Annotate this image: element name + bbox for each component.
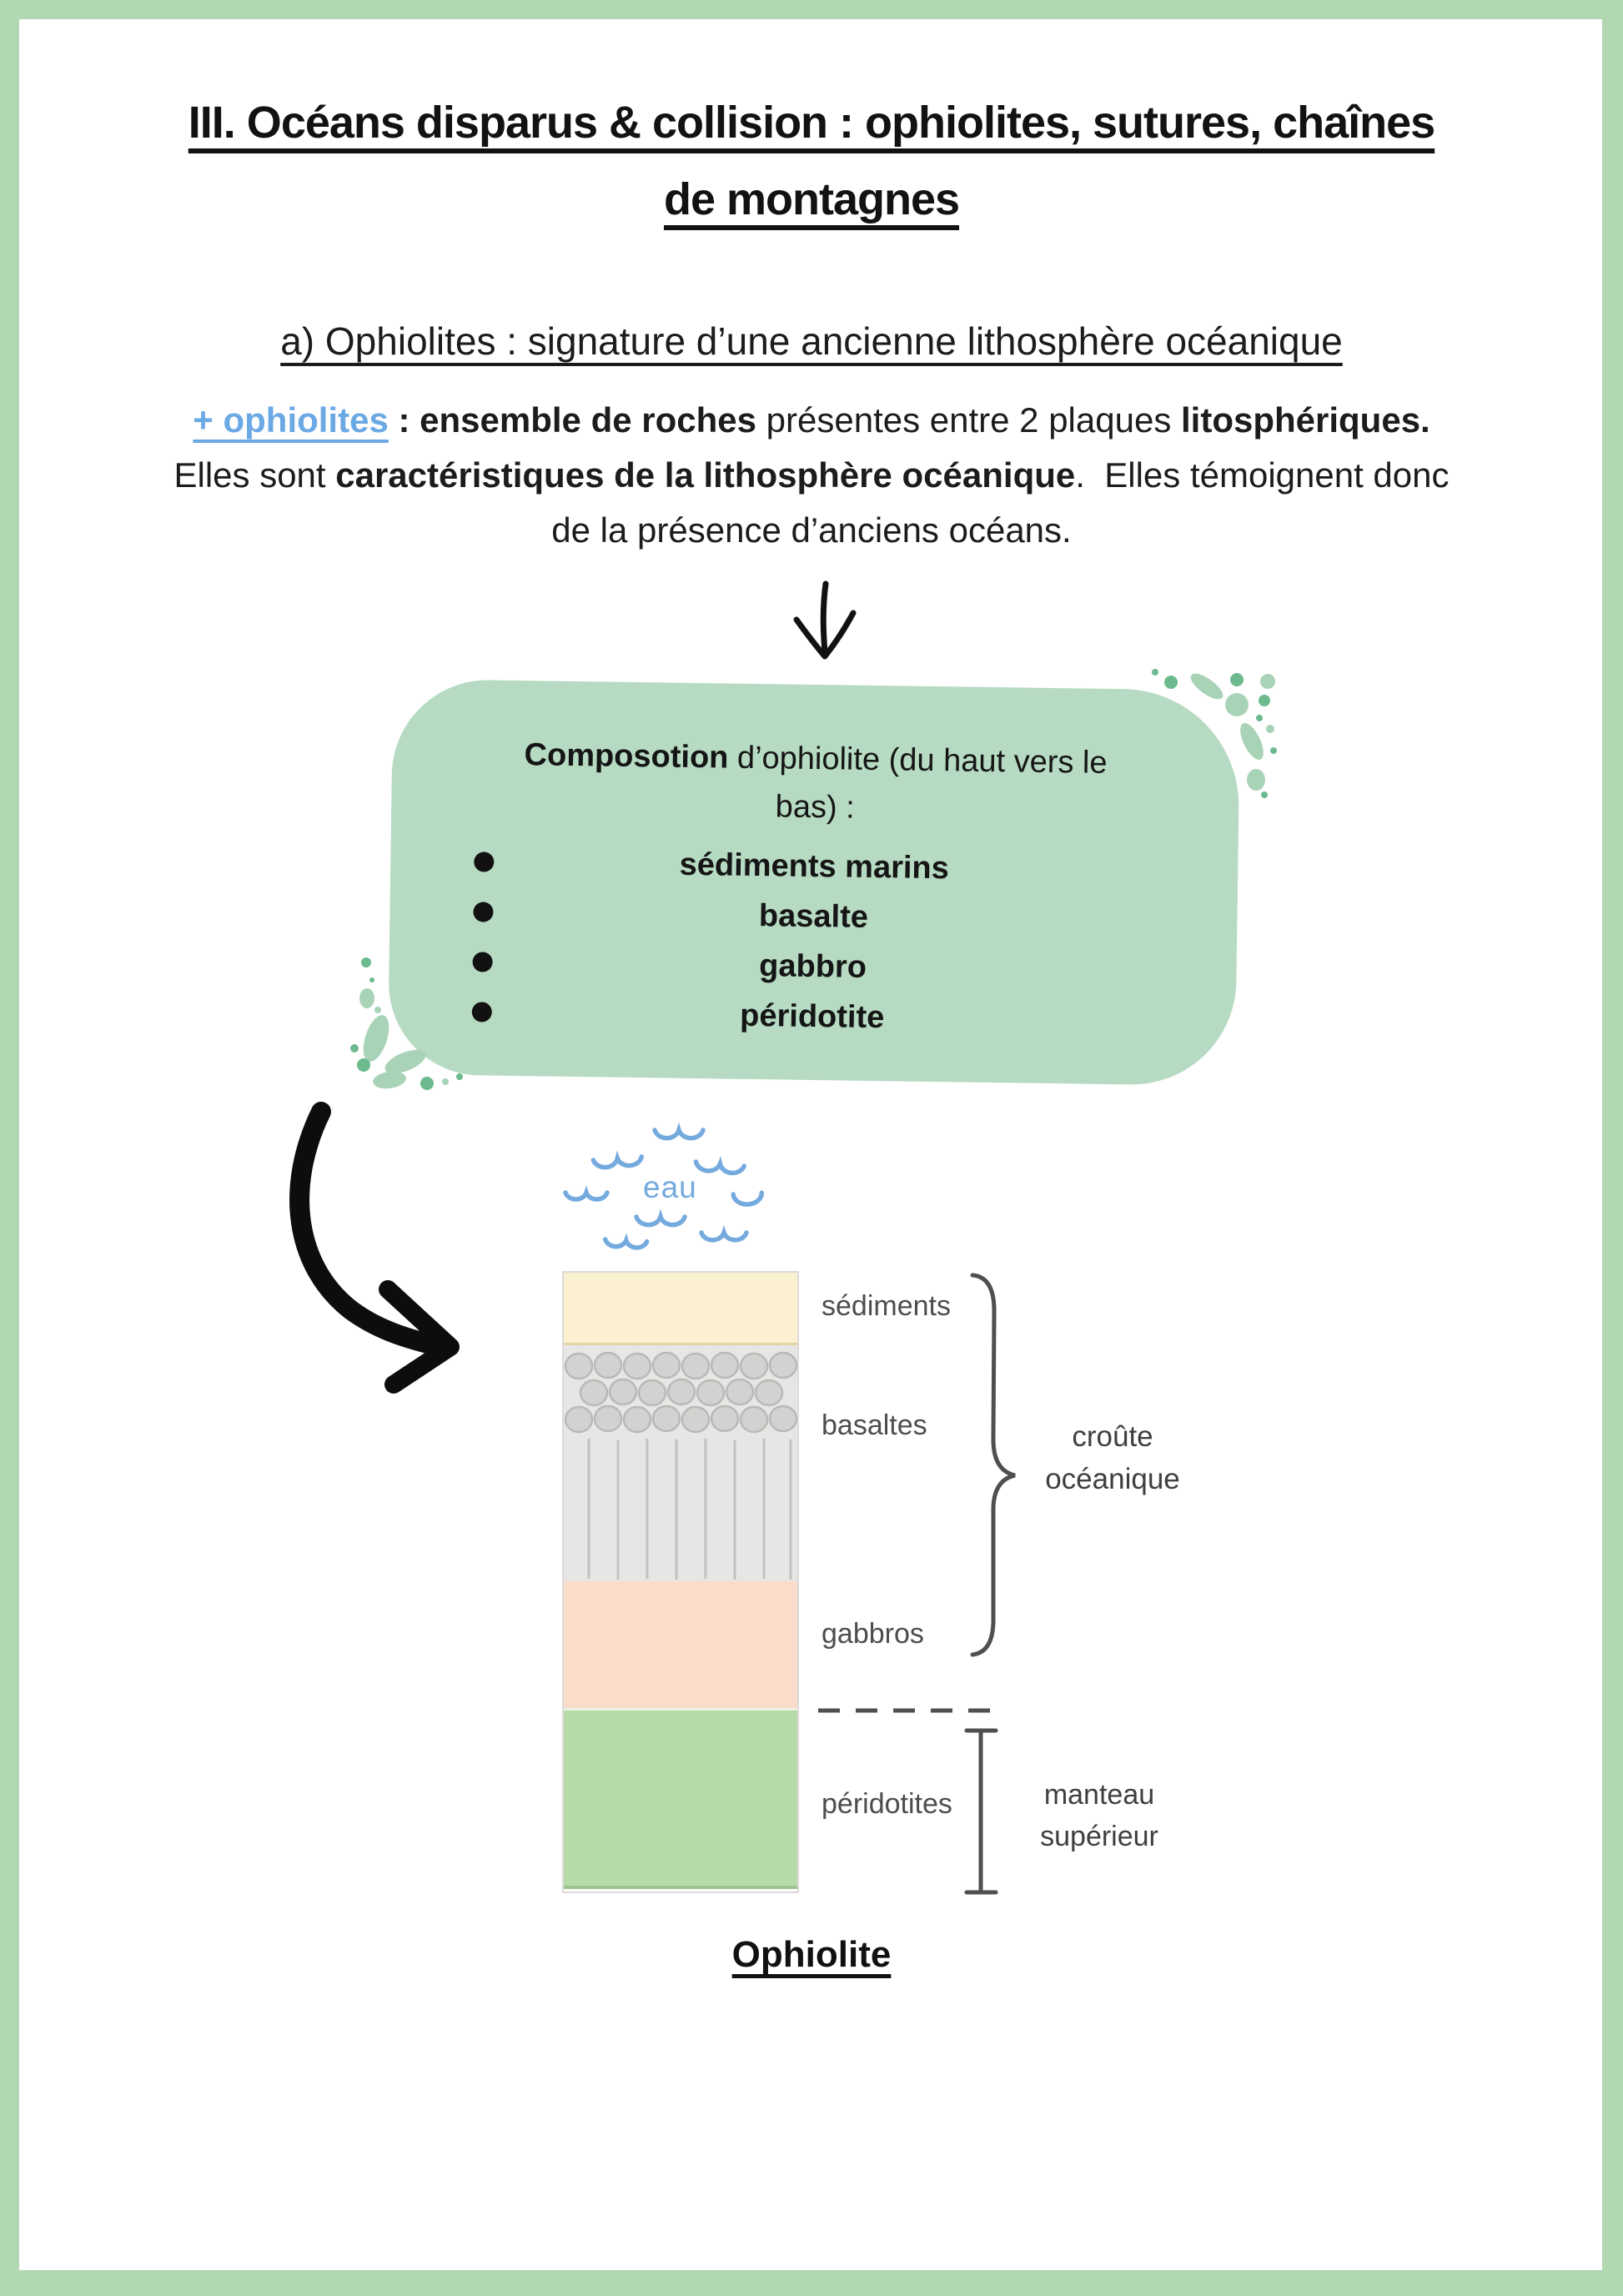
page-title-line1: III. Océans disparus & collision : ophio… bbox=[188, 98, 1435, 148]
curved-arrow-icon bbox=[289, 1102, 460, 1394]
upper-mantle-label: manteau supérieur bbox=[1040, 1779, 1158, 1852]
gabbros-layer bbox=[564, 1581, 797, 1708]
peridotites-label: péridotites bbox=[822, 1788, 952, 1820]
gabbros-label: gabbros bbox=[822, 1618, 924, 1650]
list-item: péridotite bbox=[388, 986, 1236, 1048]
definition-paragraph: + ophiolites : ensemble de roches présen… bbox=[59, 393, 1564, 558]
basalts-layer bbox=[564, 1345, 798, 1581]
crust-brace bbox=[970, 1273, 1016, 1657]
water-label: eau bbox=[643, 1170, 697, 1204]
diagram-caption: Ophiolite bbox=[731, 1934, 892, 1975]
section-heading: a) Ophiolites : signature d’une ancienne… bbox=[280, 319, 1343, 363]
oceanic-crust-label: croûte océanique bbox=[1045, 1420, 1180, 1495]
ophiolite-column bbox=[562, 1271, 799, 1893]
composition-intro: Composotion d’ophiolite (du haut vers le… bbox=[524, 737, 1108, 826]
definition-line2: Elles sont caractéristiques de la lithos… bbox=[173, 455, 1450, 495]
composition-list: sédiments marins basalte gabbro péridoti… bbox=[388, 836, 1238, 1048]
pillow-lava-pattern-icon bbox=[564, 1351, 798, 1580]
sediments-layer bbox=[564, 1273, 797, 1345]
composition-box: Composotion d’ophiolite (du haut vers le… bbox=[387, 678, 1241, 1087]
page-title: III. Océans disparus & collision : ophio… bbox=[19, 84, 1602, 238]
peridotites-layer bbox=[564, 1708, 797, 1889]
down-arrow-icon bbox=[793, 580, 857, 660]
sediments-label: sédiments bbox=[822, 1290, 951, 1322]
mantle-bracket bbox=[964, 1728, 998, 1895]
page-title-line2: de montagnes bbox=[663, 174, 960, 224]
ophiolites-term: + ophiolites bbox=[193, 400, 389, 440]
basalts-label: basaltes bbox=[822, 1409, 927, 1441]
definition-line3: de la présence d’anciens océans. bbox=[551, 510, 1072, 550]
definition-line1: + ophiolites : ensemble de roches présen… bbox=[193, 400, 1430, 440]
